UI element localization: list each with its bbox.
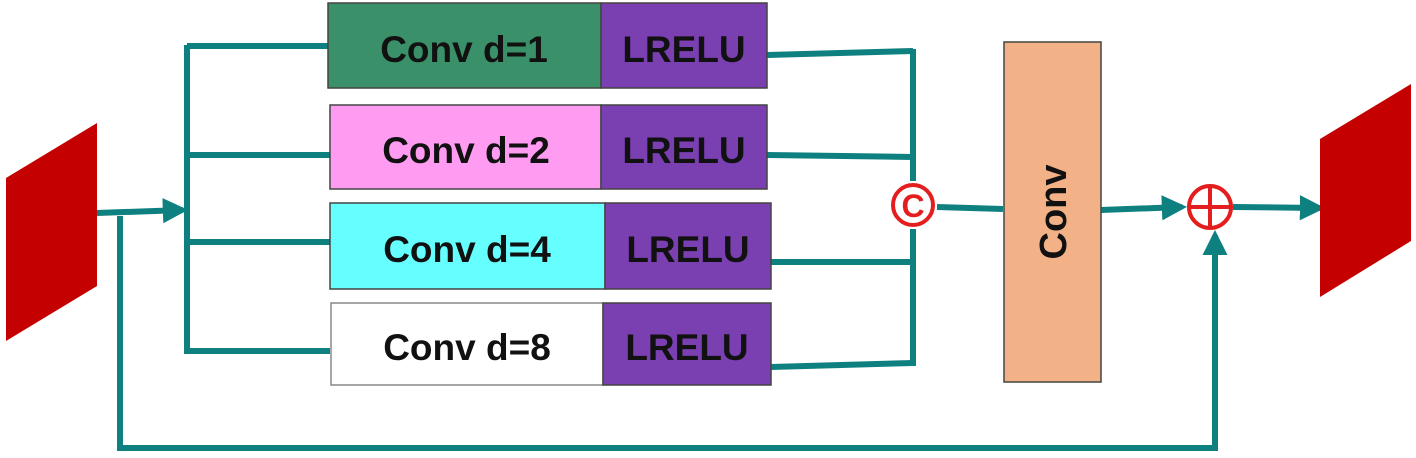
- output-feature-map: [1320, 84, 1411, 297]
- input-feature-map: [6, 123, 97, 341]
- lrelu-1-box: [600, 2, 768, 89]
- lrelu-1-label: LRELU: [622, 29, 745, 70]
- fusion-conv-box: [1003, 41, 1102, 383]
- conv-d1-label: Conv d=1: [380, 29, 548, 70]
- conv-d2-label: Conv d=2: [382, 130, 550, 171]
- fusion-conv: Conv: [1003, 41, 1102, 383]
- branch-out-line-1: [766, 48, 914, 58]
- branch-out-line-4: [770, 360, 914, 370]
- conv-d4-box: [329, 202, 606, 290]
- conv-d8-box: [330, 302, 604, 386]
- branch-4: Conv d=8 LRELU: [330, 302, 772, 386]
- branch-1: Conv d=1 LRELU: [327, 2, 768, 89]
- lrelu-4-box: [602, 302, 772, 386]
- add-to-output-arrow: [1232, 195, 1326, 221]
- branch-out-line-2: [766, 152, 914, 160]
- input-arrow: [96, 198, 189, 224]
- branch-2: Conv d=2 LRELU: [329, 104, 768, 190]
- concat-to-conv-line: [936, 204, 1004, 212]
- branch-3: Conv d=4 LRELU: [329, 202, 772, 290]
- conv-d2-box: [329, 104, 602, 190]
- concat-operator-icon: C: [891, 183, 935, 227]
- lrelu-3-box: [604, 202, 772, 290]
- conv-d8-label: Conv d=8: [383, 327, 551, 368]
- lrelu-2-box: [600, 104, 768, 190]
- lrelu-4-label: LRELU: [625, 327, 748, 368]
- conv-d4-label: Conv d=4: [383, 229, 551, 270]
- add-operator-icon: [1187, 184, 1233, 230]
- conv-to-add-arrow: [1100, 195, 1188, 221]
- concat-symbol: C: [901, 188, 924, 224]
- lrelu-3-label: LRELU: [626, 229, 749, 270]
- lrelu-2-label: LRELU: [622, 130, 745, 171]
- residual-skip-line: [117, 216, 1228, 451]
- fusion-conv-label: Conv: [1033, 165, 1075, 260]
